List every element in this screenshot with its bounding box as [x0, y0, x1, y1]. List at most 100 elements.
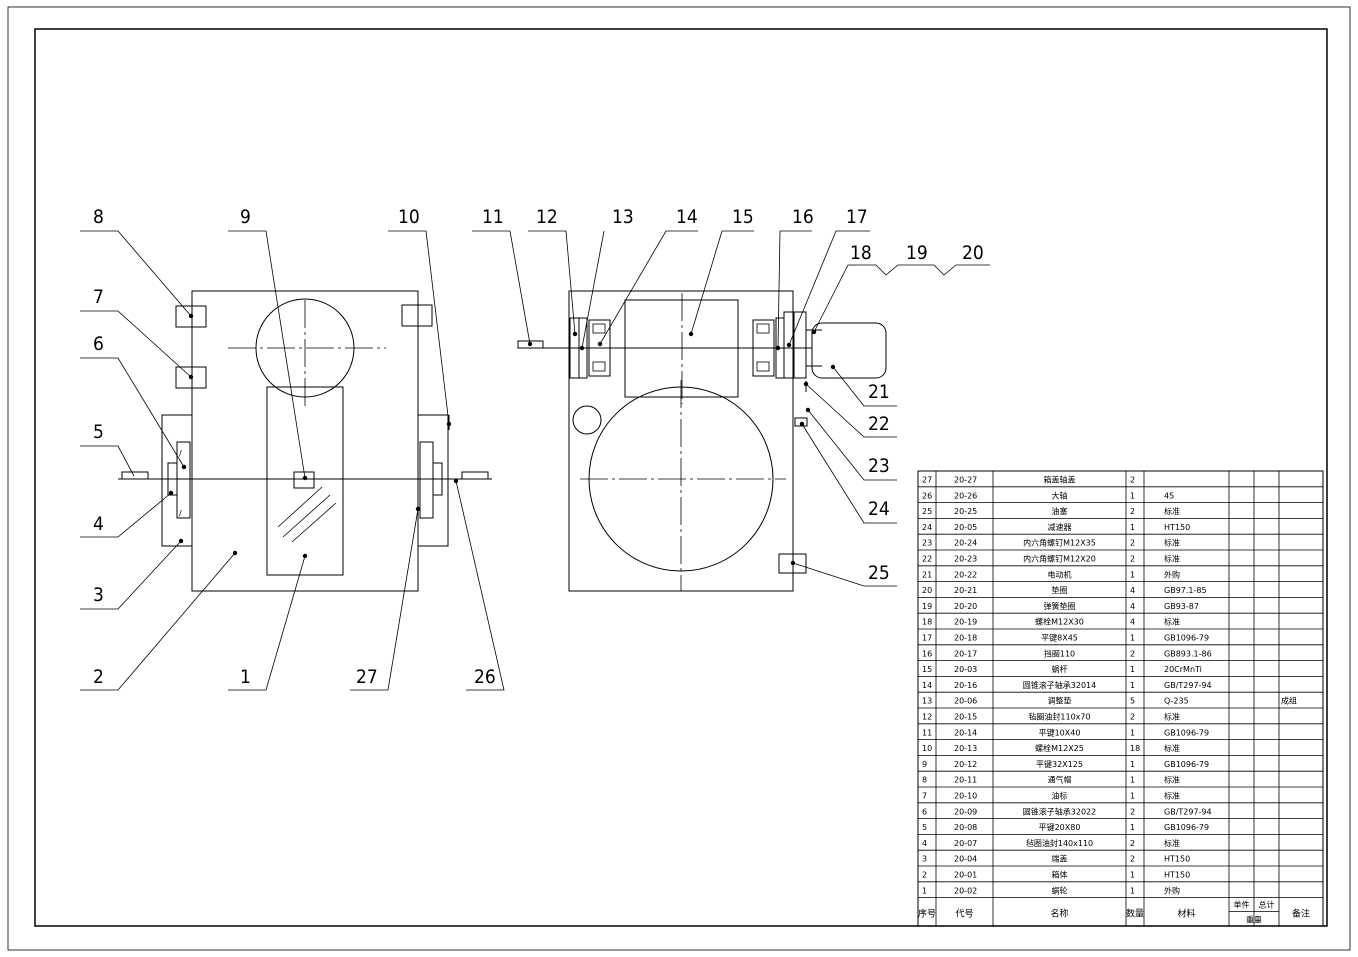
- table-cell: 21: [922, 570, 932, 579]
- table-cell: 20-27: [954, 476, 977, 485]
- table-cell: 20-06: [954, 697, 977, 706]
- table-cell: 数量: [1126, 908, 1144, 920]
- table-cell: 23: [922, 539, 932, 548]
- table-cell: 标准: [1164, 743, 1180, 753]
- table-cell: 20-24: [954, 539, 977, 548]
- callout-7: 7: [93, 286, 104, 308]
- table-cell: 1: [1130, 665, 1135, 674]
- table-cell: GB97.1-85: [1164, 586, 1207, 595]
- table-cell: 2: [922, 871, 927, 880]
- callout-19: 19: [906, 242, 928, 264]
- table-cell: 45: [1164, 491, 1174, 500]
- callout-10: 10: [398, 206, 420, 228]
- key-part-9: [293, 471, 315, 489]
- table-cell: 减速器: [1048, 522, 1072, 532]
- table-cell: 20-21: [954, 586, 977, 595]
- table-cell: 20-16: [954, 681, 977, 690]
- callout-25: 25: [868, 562, 890, 584]
- sight-hole: [572, 405, 602, 435]
- input-shaft-key: [517, 340, 544, 349]
- table-cell: GB/T297-94: [1164, 681, 1212, 690]
- table-frame: [917, 470, 1324, 927]
- table-cell: 油塞: [1052, 506, 1068, 516]
- table-cell: 3: [922, 855, 927, 864]
- table-cell: 调整垫: [1048, 696, 1072, 706]
- table-cell: 20-14: [954, 728, 977, 737]
- table-cell: 20-03: [954, 665, 977, 674]
- table-cell: 2: [1130, 713, 1135, 722]
- table-cell: 弹簧垫圈: [1044, 601, 1076, 611]
- table-cell: 20-12: [954, 760, 977, 769]
- table-cell: 通气帽: [1048, 775, 1072, 785]
- table-cell: 9: [922, 760, 927, 769]
- callout-18: 18: [850, 242, 872, 264]
- left-shaft-key: [121, 471, 149, 480]
- table-cell: 20-08: [954, 823, 977, 832]
- table-cell: 1: [1130, 523, 1135, 532]
- callout-23: 23: [868, 455, 890, 477]
- table-cell: GB893.1-86: [1164, 649, 1212, 658]
- table-cell: 成组: [1281, 696, 1297, 706]
- table-cell: 4: [1130, 586, 1135, 595]
- callout-21: 21: [868, 381, 890, 403]
- callout-8: 8: [93, 206, 104, 228]
- table-cell: 重量: [1246, 915, 1262, 925]
- inner-border: [34, 28, 1328, 927]
- svg-text:/: /: [179, 509, 182, 518]
- table-cell: 18: [1130, 744, 1140, 753]
- table-cell: 2: [1130, 555, 1135, 564]
- worm-wheel-body: [266, 386, 344, 576]
- breather-cap: [175, 305, 207, 328]
- table-cell: GB1096-79: [1164, 634, 1209, 643]
- table-cell: 圆锥滚子轴承32014: [1023, 680, 1096, 690]
- table-cell: 外购: [1164, 885, 1180, 895]
- side-view: [517, 290, 887, 592]
- table-cell: 蜗杆: [1052, 664, 1068, 674]
- table-cell: 20-15: [954, 713, 977, 722]
- table-cell: 20-09: [954, 807, 977, 816]
- table-cell: 8: [922, 776, 927, 785]
- callout-24: 24: [868, 498, 890, 520]
- table-cell: 20-26: [954, 491, 977, 500]
- callout-16: 16: [792, 206, 814, 228]
- table-cell: 1: [1130, 886, 1135, 895]
- oil-plug: [778, 553, 807, 574]
- table-cell: 标准: [1164, 712, 1180, 722]
- table-cell: 5: [1130, 697, 1135, 706]
- right-shaft-key: [461, 471, 489, 480]
- callout-26: 26: [474, 666, 496, 688]
- table-cell: 2: [1130, 507, 1135, 516]
- table-cell: 2: [1130, 539, 1135, 548]
- table-cell: 电动机: [1048, 569, 1072, 579]
- table-cell: 20CrMnTi: [1164, 665, 1202, 674]
- table-cell: 1: [1130, 871, 1135, 880]
- table-cell: 20-23: [954, 555, 977, 564]
- table-cell: 箱盖轴盖: [1044, 475, 1076, 485]
- top-right-boss: [401, 304, 433, 327]
- table-cell: 1: [1130, 760, 1135, 769]
- table-cell: 单件: [1234, 900, 1250, 910]
- table-cell: 18: [922, 618, 932, 627]
- callout-6: 6: [93, 333, 104, 355]
- table-cell: 1: [1130, 491, 1135, 500]
- table-cell: 20-13: [954, 744, 977, 753]
- table-cell: 标准: [1164, 617, 1180, 627]
- table-cell: 标准: [1164, 538, 1180, 548]
- table-cell: 端盖: [1052, 854, 1068, 864]
- table-cell: 10: [922, 744, 932, 753]
- table-cell: 20-01: [954, 871, 977, 880]
- svg-text:/: /: [179, 449, 182, 458]
- motor: [811, 322, 887, 379]
- table-cell: GB1096-79: [1164, 823, 1209, 832]
- table-cell: 2: [1130, 476, 1135, 485]
- outer-border: [7, 6, 1351, 951]
- callout-13: 13: [612, 206, 634, 228]
- table-cell: 20-05: [954, 523, 977, 532]
- table-cell: 20-02: [954, 886, 977, 895]
- table-cell: 4: [922, 839, 927, 848]
- table-cell: 圆锥滚子轴承32022: [1023, 806, 1096, 816]
- callout-9: 9: [240, 206, 251, 228]
- table-cell: 挡圈110: [1044, 648, 1075, 658]
